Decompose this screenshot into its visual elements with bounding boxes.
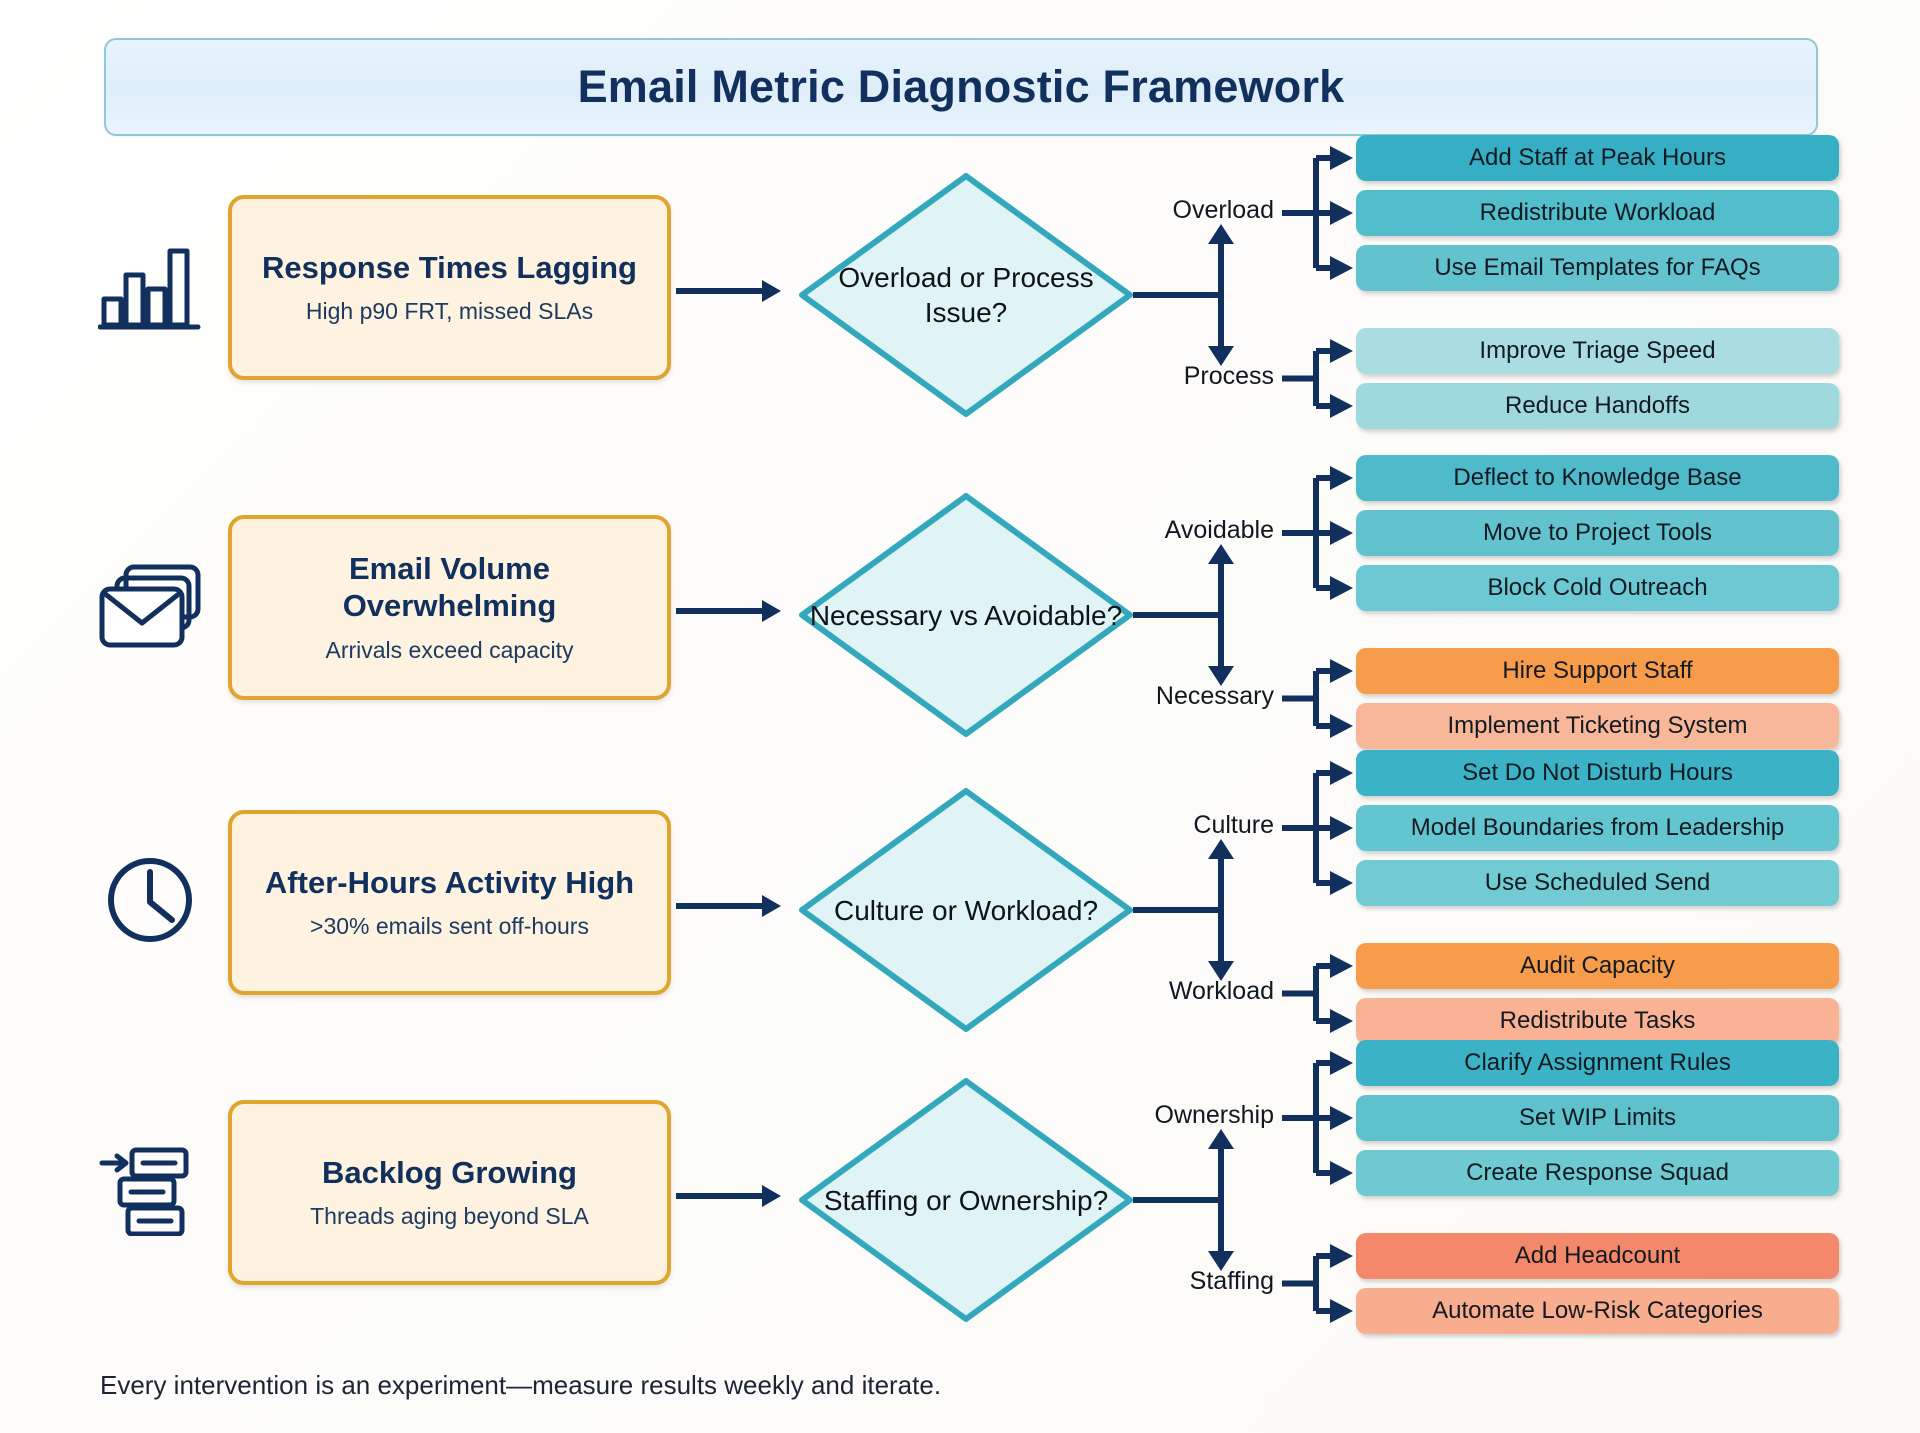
decision-diamond[interactable]: Culture or Workload?	[796, 785, 1136, 1035]
action-box[interactable]: Hire Support Staff	[1356, 648, 1839, 694]
decision-diamond[interactable]: Overload or Process Issue?	[796, 170, 1136, 420]
arrow-problem-to-decision	[676, 600, 782, 622]
action-box[interactable]: Model Boundaries from Leadership	[1356, 805, 1839, 851]
action-box[interactable]: Redistribute Tasks	[1356, 998, 1839, 1044]
action-box[interactable]: Clarify Assignment Rules	[1356, 1040, 1839, 1086]
branch-label: Necessary	[1155, 681, 1274, 710]
problem-card[interactable]: After-Hours Activity High >30% emails sen…	[228, 810, 671, 995]
branch-bracket	[1282, 936, 1354, 1051]
branch-bracket	[1282, 1226, 1354, 1341]
action-box[interactable]: Create Response Squad	[1356, 1150, 1839, 1196]
branch-label: Culture	[1193, 811, 1274, 839]
branch-bracket	[1282, 641, 1354, 756]
diagnostic-row: After-Hours Activity High >30% emails sen…	[0, 750, 1920, 1044]
problem-title: After-Hours Activity High	[264, 864, 635, 900]
problem-subtitle: High p90 FRT, missed SLAs	[305, 298, 594, 325]
problem-subtitle: Threads aging beyond SLA	[310, 1203, 589, 1230]
branch-bracket	[1282, 448, 1354, 618]
branch-label: Process	[1183, 361, 1274, 390]
email-stack-icon	[95, 550, 205, 660]
problem-subtitle: >30% emails sent off-hours	[310, 913, 589, 940]
action-box[interactable]: Deflect to Knowledge Base	[1356, 455, 1839, 501]
action-box[interactable]: Set WIP Limits	[1356, 1095, 1839, 1141]
branch-bracket	[1282, 321, 1354, 436]
branch-label: Avoidable	[1164, 516, 1274, 544]
action-box[interactable]: Add Staff at Peak Hours	[1356, 135, 1839, 181]
arrow-problem-to-decision	[676, 895, 782, 917]
bar-chart-icon	[95, 230, 205, 340]
action-box[interactable]: Implement Ticketing System	[1356, 703, 1839, 749]
page-title-banner: Email Metric Diagnostic Framework	[104, 38, 1818, 136]
action-box[interactable]: Use Email Templates for FAQs	[1356, 245, 1839, 291]
action-box[interactable]: Add Headcount	[1356, 1233, 1839, 1279]
action-box[interactable]: Set Do Not Disturb Hours	[1356, 750, 1839, 796]
branch-label: Workload	[1168, 976, 1274, 1005]
branch-bracket	[1282, 1033, 1354, 1203]
problem-title: Backlog Growing	[322, 1154, 577, 1190]
arrow-problem-to-decision	[676, 1185, 782, 1207]
problem-title: Email Volume Overwhelming	[342, 551, 557, 623]
branch-splitter	[1133, 785, 1253, 1035]
action-box[interactable]: Move to Project Tools	[1356, 510, 1839, 556]
branch-label: Staffing	[1189, 1266, 1274, 1295]
branch-splitter	[1133, 490, 1253, 740]
action-box[interactable]: Automate Low-Risk Categories	[1356, 1288, 1839, 1334]
problem-subtitle: Arrivals exceed capacity	[325, 636, 574, 663]
arrow-problem-to-decision	[676, 280, 782, 302]
decision-diamond[interactable]: Necessary vs Avoidable?	[796, 490, 1136, 740]
action-box[interactable]: Reduce Handoffs	[1356, 383, 1839, 429]
branch-splitter	[1133, 1075, 1253, 1325]
footer-note: Every intervention is an experiment—meas…	[100, 1370, 942, 1400]
problem-title: Response Times Lagging	[262, 249, 637, 285]
action-box[interactable]: Audit Capacity	[1356, 943, 1839, 989]
decision-diamond[interactable]: Staffing or Ownership?	[796, 1075, 1136, 1325]
branch-splitter	[1133, 170, 1253, 420]
clock-icon	[95, 845, 205, 955]
action-box[interactable]: Block Cold Outreach	[1356, 565, 1839, 611]
action-box[interactable]: Use Scheduled Send	[1356, 860, 1839, 906]
action-box[interactable]: Improve Triage Speed	[1356, 328, 1839, 374]
branch-bracket	[1282, 743, 1354, 913]
branch-label: Ownership	[1154, 1101, 1275, 1129]
action-box[interactable]: Redistribute Workload	[1356, 190, 1839, 236]
page-title: Email Metric Diagnostic Framework	[577, 61, 1345, 112]
backlog-icon	[95, 1135, 205, 1245]
branch-bracket	[1282, 128, 1354, 298]
branch-label: Overload	[1172, 196, 1274, 224]
